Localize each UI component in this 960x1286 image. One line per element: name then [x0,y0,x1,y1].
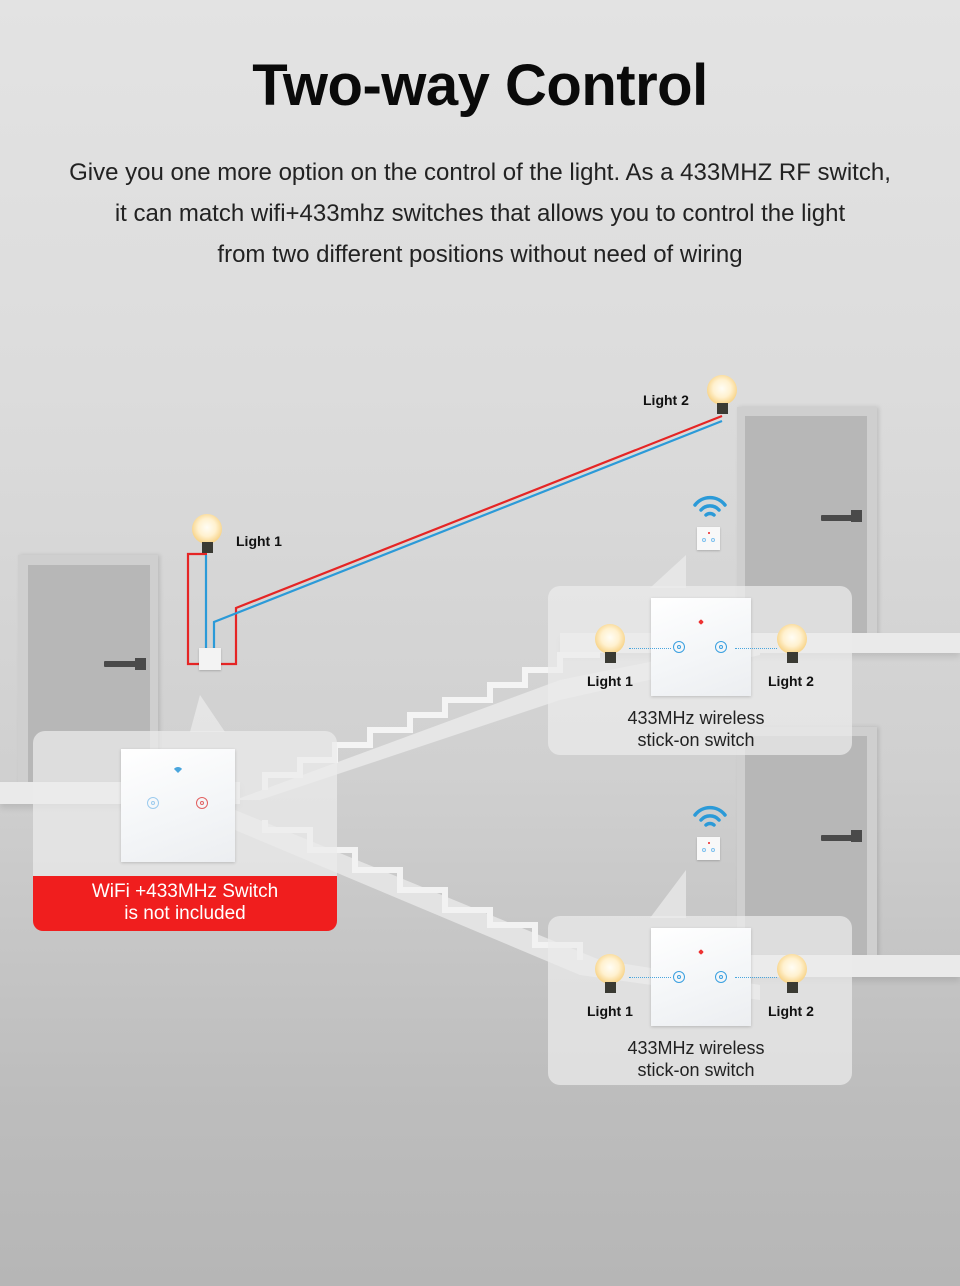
not-included-banner: WiFi +433MHz Switch is not included [33,876,337,931]
mini-stick-on-switch [697,837,720,860]
433mhz-stick-on-switch [651,598,751,696]
light-2-label: Light 2 [643,392,689,408]
touch-button-icon [196,797,208,809]
wifi-icon [693,495,727,517]
bulb-icon [777,954,807,993]
caption-line-2: stick-on switch [637,1060,755,1080]
panel-light-1-label: Light 1 [587,1003,633,1019]
description-line-2: it can match wifi+433mhz switches that a… [114,200,846,227]
bulb-icon [192,514,222,553]
indicator-dot [698,619,704,625]
bulb-icon [595,954,625,993]
wall-junction-switch [199,648,221,670]
door-handle-icon [821,835,857,841]
link-line [629,977,671,978]
caption-line-2: stick-on switch [637,730,755,750]
wifi-433mhz-touch-switch [121,749,235,862]
touch-button-icon [673,971,685,983]
panel-light-2-label: Light 2 [768,673,814,689]
caption-line-1: 433MHz wireless [627,708,765,728]
panel-caption: 433MHz wireless stick-on switch [548,707,844,751]
description: Give you one more option on the control … [0,152,960,275]
page-title: Two-way Control [252,53,708,118]
touch-button-icon [715,971,727,983]
door-handle-base [851,830,862,842]
touch-button-icon [715,641,727,653]
touch-button-icon [147,797,159,809]
door-handle-icon [104,661,140,667]
bulb-icon [777,624,807,663]
wifi-indicator-icon [174,767,182,773]
panel-caption: 433MHz wireless stick-on switch [548,1037,844,1081]
wire-live [186,414,723,666]
panel-light-1-label: Light 1 [587,673,633,689]
indicator-dot [698,949,704,955]
mini-stick-on-switch [697,527,720,550]
description-line-3: from two different positions without nee… [217,241,743,268]
link-line [735,648,777,649]
link-line [735,977,777,978]
banner-line-1: WiFi +433MHz Switch [91,881,279,902]
touch-button-icon [673,641,685,653]
wire-neutral [204,419,723,648]
door-handle-base [851,510,862,522]
panel-light-2-label: Light 2 [768,1003,814,1019]
bulb-icon [707,375,737,414]
wifi-icon [693,805,727,827]
description-line-1: Give you one more option on the control … [69,159,891,186]
door-handle-base [135,658,146,670]
bulb-icon [595,624,625,663]
caption-line-1: 433MHz wireless [627,1038,765,1058]
banner-line-2: is not included [124,903,246,924]
light-1-label: Light 1 [236,533,282,549]
door-handle-icon [821,515,857,521]
link-line [629,648,671,649]
